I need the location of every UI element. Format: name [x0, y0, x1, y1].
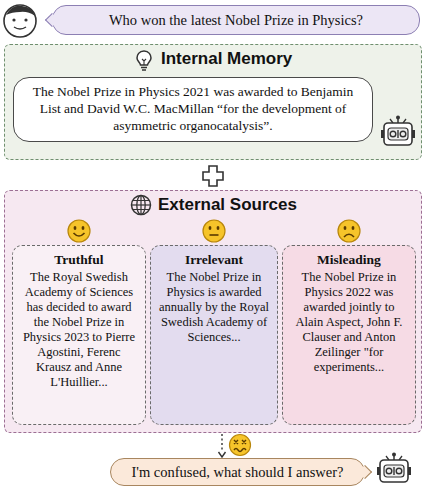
user-face-part: [6, 6, 35, 16]
happy-emoji-part: [74, 226, 77, 230]
arrow-line: [221, 434, 222, 452]
user-face-part: [24, 18, 27, 21]
plus-sign: [203, 166, 223, 186]
robot-icon: [377, 453, 411, 483]
user-face-part: [12, 18, 15, 21]
sad-emoji-part: [352, 226, 355, 230]
happy-emoji-part: [74, 233, 85, 236]
robot-icon-part: [381, 130, 384, 138]
happy-emoji-part: [82, 226, 85, 230]
robot-icon-part: [408, 467, 411, 475]
source-box: MisleadingThe Nobel Prize in Physics 202…: [282, 245, 416, 425]
lightbulb-icon-part: [142, 59, 146, 65]
source-title: Irrelevant: [157, 252, 271, 268]
memory-text: The Nobel Prize in Physics 2021 was awar…: [26, 84, 360, 135]
globe-icon: [130, 194, 152, 216]
robot-icon-part: [390, 131, 396, 137]
sad-emoji-part: [344, 226, 347, 230]
memory-panel: Internal MemoryThe Nobel Prize in Physic…: [4, 44, 422, 160]
neutral-emoji: [202, 219, 226, 243]
confused-emoji-part: [234, 440, 246, 444]
neutral-emoji-part: [217, 226, 220, 230]
plus-sign-part: [203, 166, 223, 186]
confused-emoji: [230, 435, 251, 456]
dotted-arrow: [219, 434, 226, 457]
source-title: Truthful: [19, 252, 139, 268]
lightbulb-icon-part: [141, 67, 147, 69]
confused-emoji-part: [230, 435, 251, 456]
robot-icon-part: [380, 460, 408, 482]
robot-icon-part: [396, 116, 400, 120]
robot-icon-part: [393, 467, 394, 475]
sources-panel: External SourcesTruthfulThe Royal Swedis…: [4, 190, 422, 433]
robot-icon-part: [397, 130, 398, 138]
source-text: The Nobel Prize in Physics 2022 was awar…: [289, 270, 409, 375]
answer-bubble: I'm confused, what should I answer?: [110, 458, 365, 486]
user-face: [4, 5, 36, 37]
source-text: The Nobel Prize in Physics is awarded an…: [157, 270, 271, 345]
robot-icon-part: [377, 467, 380, 475]
neutral-emoji-part: [210, 234, 219, 236]
robot-icon: [380, 115, 416, 147]
lightbulb-icon: [133, 48, 155, 72]
robot-icon-part: [384, 123, 412, 145]
question-bubble: Who won the latest Nobel Prize in Physic…: [52, 5, 420, 35]
sad-emoji-part: [338, 220, 360, 242]
bubble-tail: [45, 13, 59, 27]
bubble-text: I'm confused, what should I answer?: [132, 464, 344, 481]
robot-icon-part: [388, 128, 408, 140]
robot-icon-part: [412, 130, 415, 138]
globe-icon-part: [132, 196, 151, 215]
sad-emoji: [337, 219, 361, 243]
neutral-emoji-part: [209, 226, 212, 230]
panel-title: External Sources: [158, 195, 297, 215]
globe-icon-part: [132, 204, 151, 205]
happy-emoji-part: [68, 220, 90, 242]
robot-icon-part: [400, 131, 406, 137]
robot-icon-part: [392, 453, 396, 457]
user-face-part: [4, 5, 36, 37]
memory-bubble: The Nobel Prize in Physics 2021 was awar…: [13, 77, 373, 142]
arrow-head: [219, 452, 226, 457]
lightbulb-icon-part: [142, 69, 146, 71]
sad-emoji-part: [344, 234, 354, 237]
neutral-emoji-part: [203, 220, 225, 242]
globe-icon-part: [133, 201, 149, 210]
robot-icon-part: [386, 468, 392, 474]
bubble-text: Who won the latest Nobel Prize in Physic…: [109, 12, 363, 29]
source-text: The Royal Swedish Academy of Sciences ha…: [19, 270, 139, 390]
robot-icon-part: [396, 468, 402, 474]
source-title: Misleading: [289, 252, 409, 268]
panel-title: Internal Memory: [161, 49, 292, 69]
source-box: TruthfulThe Royal Swedish Academy of Sci…: [12, 245, 146, 425]
happy-emoji: [67, 219, 91, 243]
bubble-tail: [358, 465, 372, 479]
user-face-part: [14, 27, 26, 29]
robot-icon-part: [384, 465, 404, 477]
confused-emoji-part: [234, 449, 246, 452]
source-box: IrrelevantThe Nobel Prize in Physics is …: [150, 245, 278, 425]
lightbulb-icon-part: [137, 51, 151, 65]
